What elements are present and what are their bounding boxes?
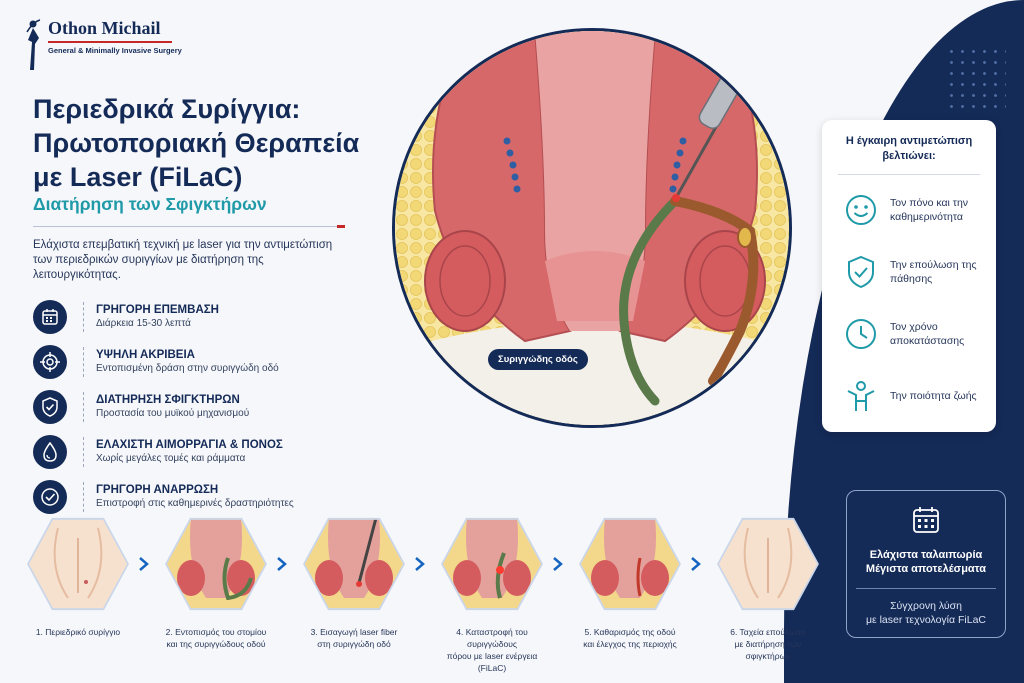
smile-icon bbox=[844, 193, 878, 227]
benefit-item: Την ποιότητα ζωής bbox=[832, 365, 986, 427]
check-circle-icon bbox=[33, 479, 67, 514]
shield-check-icon bbox=[844, 255, 878, 289]
brand-name: Othon Michail bbox=[48, 18, 161, 38]
calendar-icon bbox=[913, 507, 939, 533]
card-title-line-1: Ελάχιστα ταλαιπωρία bbox=[869, 549, 983, 561]
benefits-title: Η έγκαιρη αντιμετώπιση βελτιώνει: bbox=[845, 135, 973, 162]
brand-tagline: General & Minimally Invasive Surgery bbox=[48, 45, 182, 55]
feature-item-sphincter: ΔΙΑΤΗΡΗΣΗ ΣΦΙΓΚΤΗΡΩΝ Προστασία του μυϊκο… bbox=[33, 384, 294, 429]
step-image-frame bbox=[717, 517, 819, 611]
step-1: 1. Περιεδρικό συρίγγιο bbox=[20, 516, 136, 638]
feature-title: ΕΛΑΧΙΣΤΗ ΑΙΜΟΡΡΑΓΙΑ & ΠΟΝΟΣ bbox=[96, 439, 283, 451]
feature-item-fast: ΓΡΗΓΟΡΗ ΕΠΕΜΒΑΣΗ Διάρκεια 15-30 λεπτά bbox=[33, 294, 294, 339]
page-title: Περιεδρικά Συρίγγια: Πρωτοποριακή Θεραπε… bbox=[33, 92, 393, 194]
benefit-text: Την ποιότητα ζωής bbox=[890, 390, 977, 402]
summary-card: Ελάχιστα ταλαιπωρία Μέγιστα αποτελέσματα… bbox=[846, 490, 1006, 638]
feature-desc: Προστασία του μυϊκού μηχανισμού bbox=[96, 408, 250, 419]
anatomy-drawing bbox=[395, 31, 789, 425]
shield-check-icon bbox=[33, 389, 67, 424]
benefit-text: Τον χρόνο αποκατάστασης bbox=[890, 321, 965, 347]
step-image-frame bbox=[165, 517, 267, 611]
feature-title: ΓΡΗΓΟΡΗ ΕΠΕΜΒΑΣΗ bbox=[96, 304, 219, 316]
dot-pattern bbox=[946, 46, 1006, 116]
chevron-right-icon bbox=[139, 557, 149, 571]
card-subtitle: Σύγχρονη λύση με laser τεχνολογία FiLaC bbox=[847, 599, 1005, 627]
feature-item-precision: ΥΨΗΛΗ ΑΚΡΙΒΕΙΑ Εντοπισμένη δράση στην συ… bbox=[33, 339, 294, 384]
calendar-icon bbox=[33, 299, 67, 334]
step-image-frame bbox=[579, 517, 681, 611]
benefit-item: Τον χρόνο αποκατάστασης bbox=[832, 303, 986, 365]
title-line-2: Πρωτοποριακή Θεραπεία bbox=[33, 128, 360, 158]
intro-text: Ελάχιστα επεμβατική τεχνική με laser για… bbox=[33, 239, 333, 281]
benefit-text: Τον πόνο και την καθημερινότητα bbox=[890, 197, 969, 223]
brand-logo: Othon Michail General & Minimally Invasi… bbox=[24, 18, 182, 74]
benefit-item: Την επούλωση της πάθησης bbox=[832, 241, 986, 303]
chevron-right-icon bbox=[553, 557, 563, 571]
card-sub-line-2: με laser τεχνολογία FiLaC bbox=[865, 614, 987, 626]
subtitle-divider bbox=[33, 225, 345, 228]
benefit-item: Τον πόνο και την καθημερινότητα bbox=[832, 179, 986, 241]
step-label: 1. Περιεδρικό συρίγγιο bbox=[35, 627, 121, 637]
person-icon bbox=[844, 379, 878, 413]
benefit-text: Την επούλωση της πάθησης bbox=[890, 259, 977, 285]
step-image-frame bbox=[441, 517, 543, 611]
logo-figure-icon bbox=[26, 19, 41, 70]
title-line-3: με Laser (FiLaC) bbox=[33, 162, 243, 192]
benefits-panel: Η έγκαιρη αντιμετώπιση βελτιώνει: Τον πό… bbox=[822, 120, 996, 432]
feature-list: ΓΡΗΓΟΡΗ ΕΠΕΜΒΑΣΗ Διάρκεια 15-30 λεπτά ΥΨ… bbox=[33, 294, 294, 519]
feature-item-recovery: ΓΡΗΓΟΡΗ ΑΝΑΡΡΩΣΗ Επιστροφή στις καθημερι… bbox=[33, 474, 294, 519]
fistula-tract-label: Συριγγώδης οδός bbox=[488, 349, 588, 370]
card-title: Ελάχιστα ταλαιπωρία Μέγιστα αποτελέσματα bbox=[847, 548, 1005, 576]
procedure-steps: 1. Περιεδρικό συρίγγιο 2. Εντοπισμός του… bbox=[0, 516, 830, 676]
feature-desc: Διάρκεια 15-30 λεπτά bbox=[96, 318, 191, 329]
clock-icon bbox=[844, 317, 878, 351]
chevron-right-icon bbox=[415, 557, 425, 571]
card-title-line-2: Μέγιστα αποτελέσματα bbox=[865, 563, 987, 575]
page-subtitle: Διατήρηση των Σφιγκτήρων bbox=[33, 194, 267, 214]
title-line-1: Περιεδρικά Συρίγγια: bbox=[33, 94, 301, 124]
feature-title: ΥΨΗΛΗ ΑΚΡΙΒΕΙΑ bbox=[96, 349, 195, 361]
feature-desc: Εντοπισμένη δράση στην συριγγώδη οδό bbox=[96, 363, 279, 374]
card-sub-line-1: Σύγχρονη λύση bbox=[890, 600, 962, 612]
step-image-frame bbox=[27, 517, 129, 611]
drop-icon bbox=[33, 434, 67, 469]
chevron-right-icon bbox=[691, 557, 701, 571]
anatomy-illustration bbox=[392, 28, 792, 428]
feature-desc: Επιστροφή στις καθημερινές δραστηριότητε… bbox=[96, 498, 294, 509]
feature-title: ΓΡΗΓΟΡΗ ΑΝΑΡΡΩΣΗ bbox=[96, 484, 219, 496]
step-image-frame bbox=[303, 517, 405, 611]
feature-item-bleeding: ΕΛΑΧΙΣΤΗ ΑΙΜΟΡΡΑΓΙΑ & ΠΟΝΟΣ Χωρίς μεγάλε… bbox=[33, 429, 294, 474]
feature-title: ΔΙΑΤΗΡΗΣΗ ΣΦΙΓΚΤΗΡΩΝ bbox=[96, 394, 240, 406]
chevron-right-icon bbox=[277, 557, 287, 571]
target-icon bbox=[33, 344, 67, 379]
feature-desc: Χωρίς μεγάλες τομές και ράμματα bbox=[96, 453, 246, 464]
